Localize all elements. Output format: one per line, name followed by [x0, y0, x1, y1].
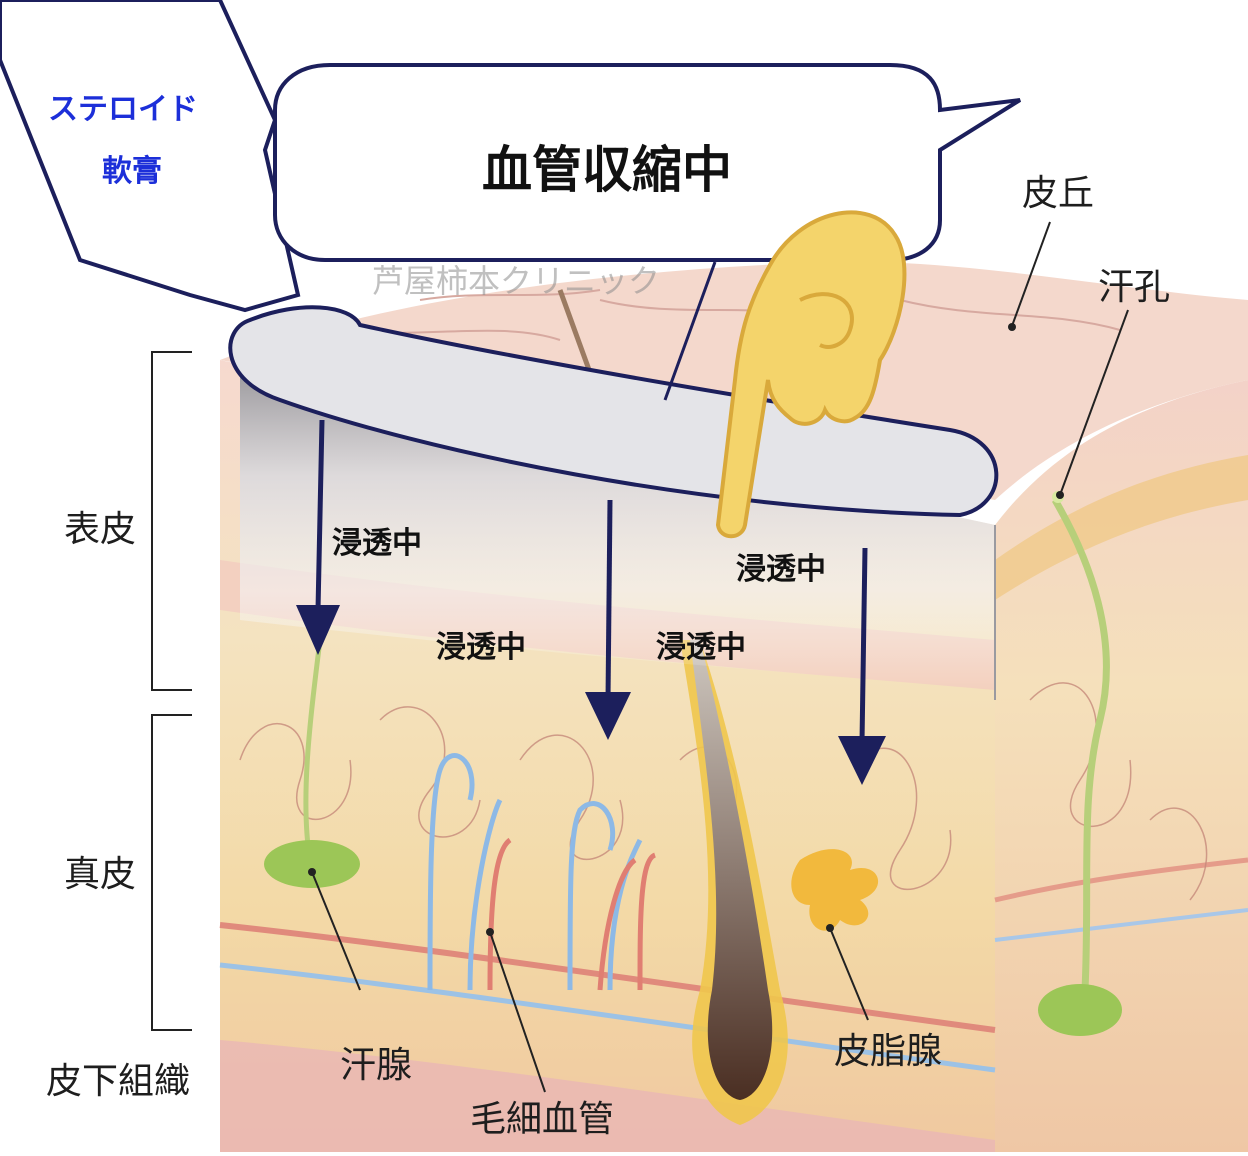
label-capillary: 毛細血管 [470, 1099, 615, 1140]
sweat-gland-right [1038, 984, 1122, 1036]
watermark: 芦屋柿本クリニック [372, 262, 661, 300]
sweat-duct-left [303, 639, 323, 861]
leader-lines [311, 221, 1129, 1093]
ridge-lines [329, 289, 1121, 341]
ointment-label-line1: ステロイド [48, 92, 198, 127]
label-sebaceous-gland: 皮脂腺 [834, 1031, 943, 1072]
penetration-arrow-3 [859, 547, 868, 743]
bracket-epidermis [151, 351, 192, 691]
label-skin-ridge: 皮丘 [1022, 173, 1095, 214]
skin-right-face [995, 380, 1248, 1152]
penetration-label-2: 浸透中 [436, 630, 526, 665]
sweat-duct-right [1051, 498, 1110, 991]
arrowhead-3 [838, 736, 886, 785]
sweat-gland-left [264, 840, 360, 888]
layer-epidermis: 表皮 [64, 509, 137, 550]
bracket-dermis [151, 714, 192, 1031]
sebaceous-gland [791, 849, 879, 931]
pointing-finger-icon [715, 210, 907, 539]
arrowhead-1 [296, 605, 340, 655]
label-sweat-pore: 汗孔 [1098, 267, 1171, 308]
penetration-label-1: 浸透中 [332, 526, 422, 561]
arrowhead-2 [585, 692, 631, 740]
penetration-arrow-2 [605, 499, 613, 701]
capillary-loops [427, 753, 643, 991]
right-band-2 [994, 857, 1248, 903]
blood-vessel-red [219, 922, 996, 1033]
penetration-label-3: 浸透中 [656, 630, 746, 665]
right-band-1 [995, 455, 1248, 600]
ointment-bubble-shape [0, 0, 301, 313]
blood-vessel-blue [219, 962, 996, 1073]
hair-shaft [690, 640, 773, 1100]
ointment-label-line2: 軟膏 [102, 154, 162, 189]
penetration-label-4: 浸透中 [736, 552, 826, 587]
capillary-loops-red [487, 837, 657, 991]
penetration-arrow-1 [315, 419, 325, 611]
layer-subcutis: 皮下組織 [46, 1061, 191, 1102]
subcutis-band [220, 1040, 995, 1152]
label-sweat-gland: 汗腺 [340, 1045, 413, 1086]
right-band-3 [994, 908, 1248, 942]
ointment-blob [228, 305, 999, 518]
layer-dermis: 真皮 [64, 854, 137, 895]
speech-bubble-text: 血管収縮中 [482, 141, 732, 199]
bubble-pointer-line [663, 261, 717, 401]
leader-dots [308, 323, 1064, 936]
